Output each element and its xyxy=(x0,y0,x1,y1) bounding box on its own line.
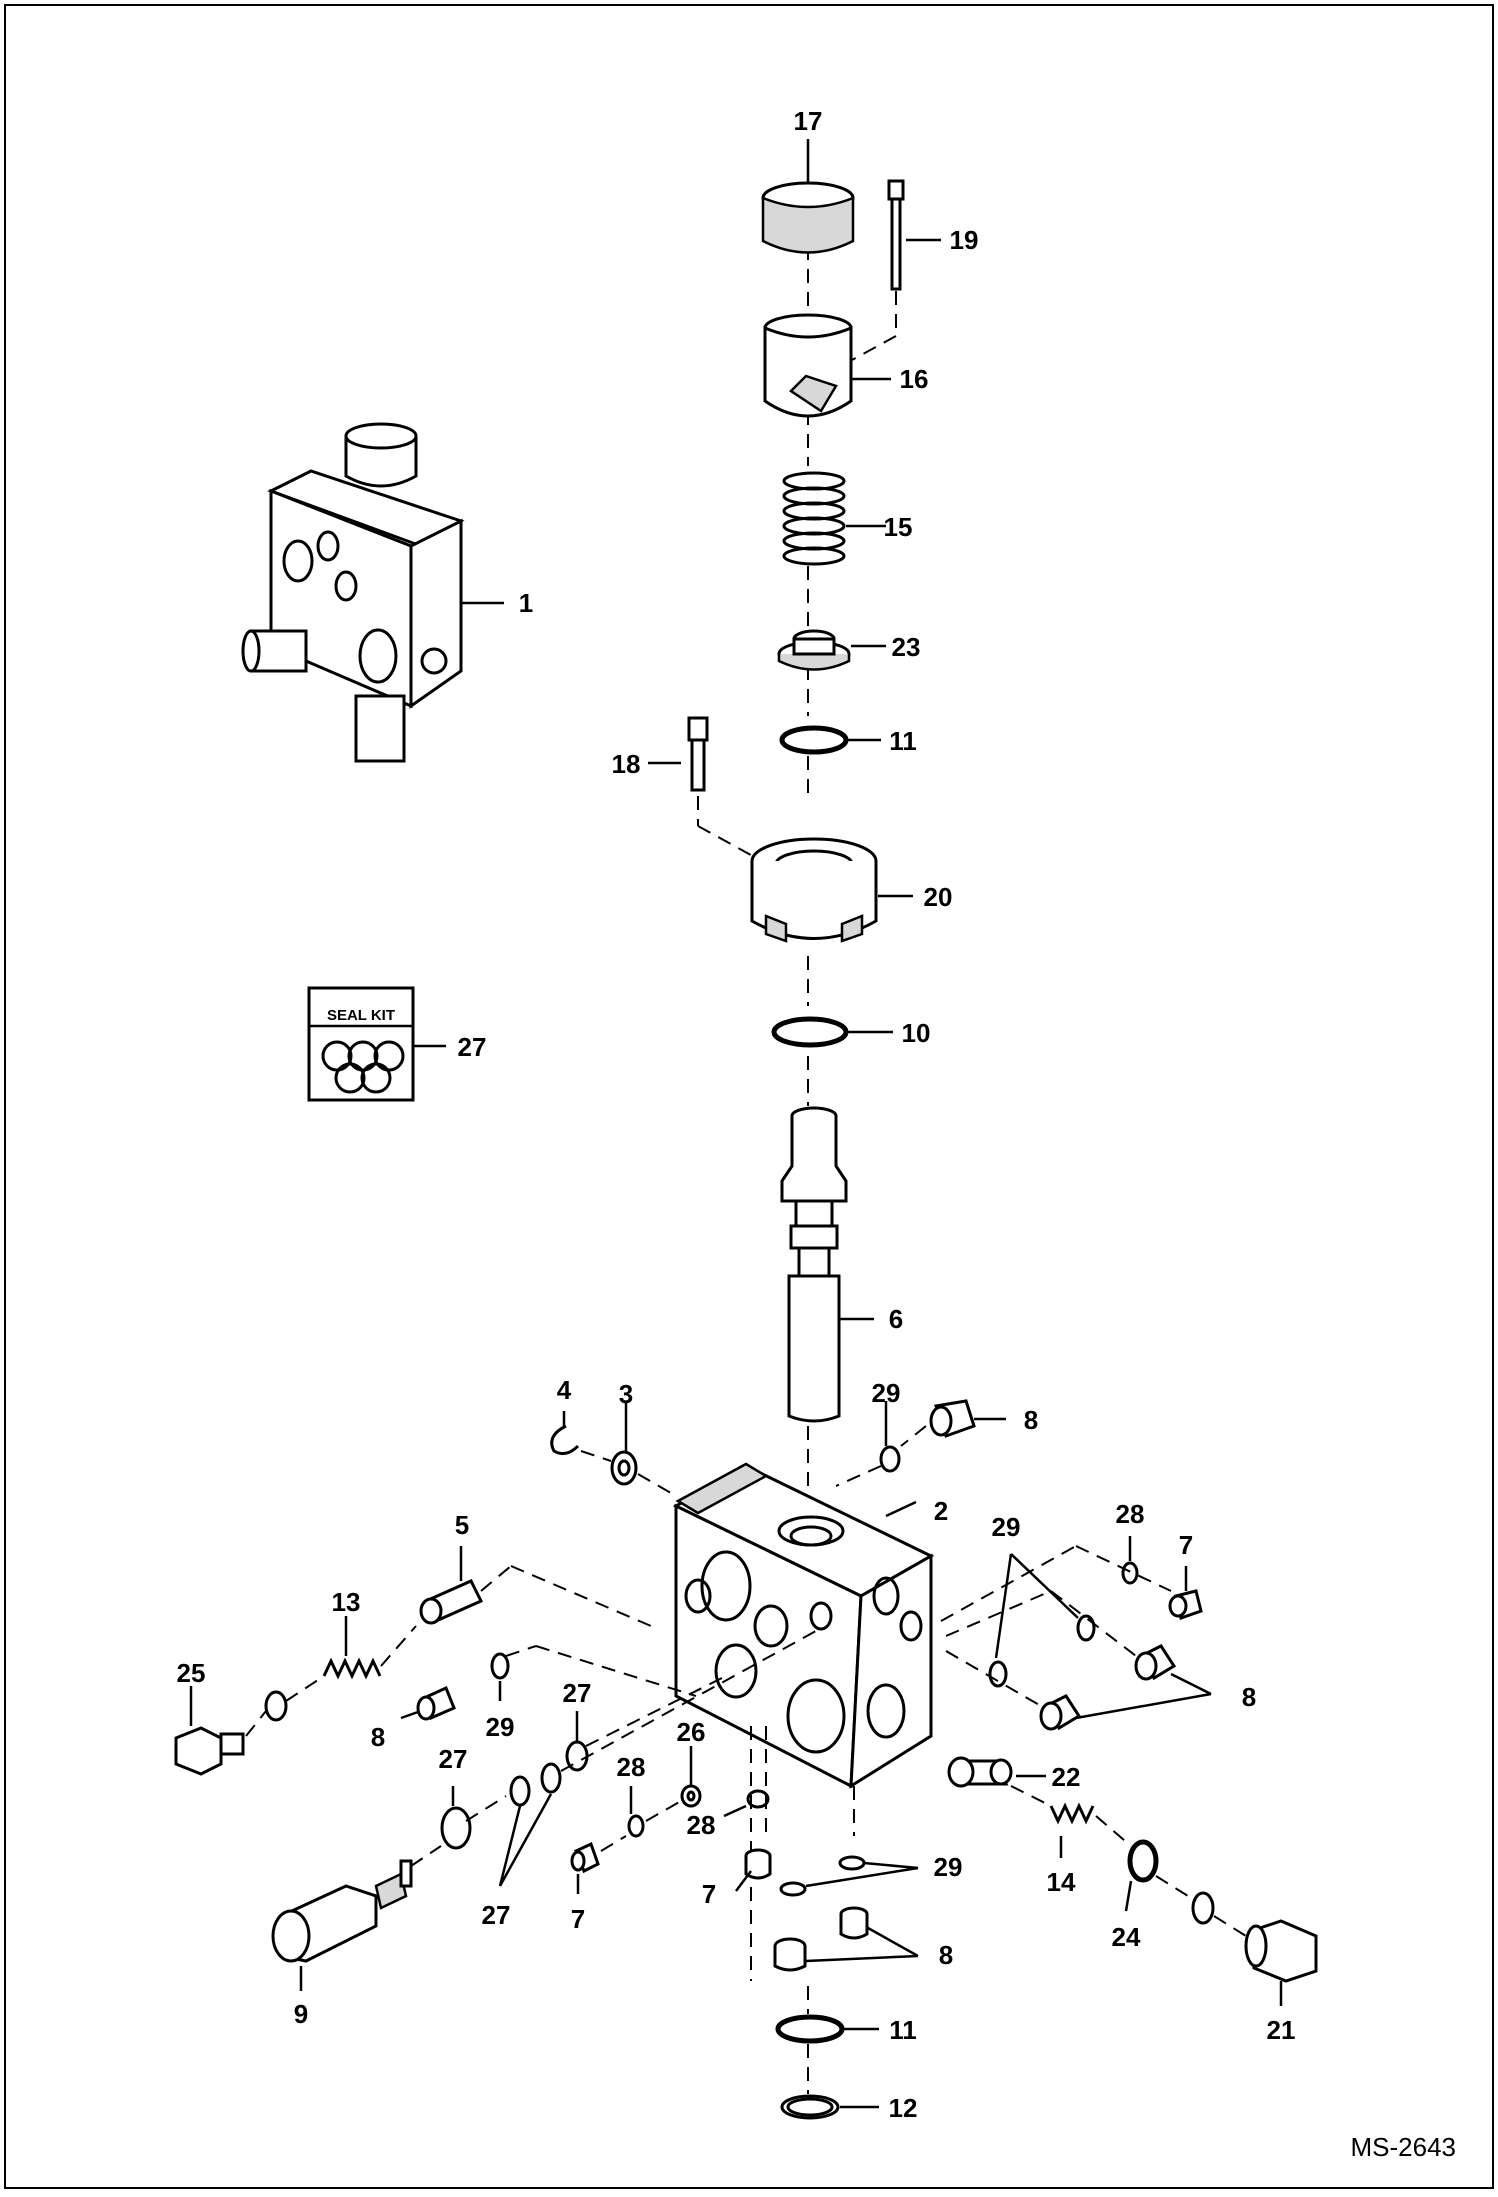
exploded-view-diagram: SEAL KIT xyxy=(174,106,1457,2162)
callout-4: 4 xyxy=(557,1375,572,1405)
callout-9: 9 xyxy=(294,1999,308,2029)
callout-17: 17 xyxy=(794,106,823,136)
part-27-oring xyxy=(509,1775,531,1807)
part-23-seat xyxy=(777,629,851,671)
part-11-oring-bottom xyxy=(775,2014,845,2044)
callout-7: 7 xyxy=(1179,1530,1193,1560)
callout-11: 11 xyxy=(889,726,917,756)
part-8-plug-left xyxy=(416,1685,456,1721)
part-27-oring xyxy=(440,1806,472,1850)
callout-29: 29 xyxy=(992,1512,1021,1542)
callout-21: 21 xyxy=(1267,2015,1296,2045)
part-8-plug-bottom xyxy=(773,1937,807,1972)
callout-19: 19 xyxy=(950,225,979,255)
part-22-sleeve xyxy=(947,1756,1013,1788)
part-29-oring-right xyxy=(1076,1614,1096,1642)
callout-8: 8 xyxy=(371,1722,385,1752)
callout-27: 27 xyxy=(458,1032,487,1062)
part-13-spring xyxy=(322,1657,382,1680)
callout-8: 8 xyxy=(939,1940,953,1970)
part-19-screw xyxy=(887,179,905,291)
callout-22: 22 xyxy=(1052,1762,1081,1792)
part-1-valve-assembly xyxy=(241,422,504,763)
callout-8: 8 xyxy=(1024,1405,1038,1435)
callout-6: 6 xyxy=(889,1304,903,1334)
part-7-plug xyxy=(570,1841,600,1874)
part-29-oring xyxy=(779,1881,807,1897)
callout-27: 27 xyxy=(439,1744,468,1774)
part-14-spring xyxy=(1049,1802,1095,1825)
callout-3: 3 xyxy=(619,1379,633,1409)
part-2-valve-body xyxy=(672,1462,935,1789)
callout-13: 13 xyxy=(332,1587,361,1617)
part-24-oring xyxy=(1127,1839,1159,1883)
callout-8: 8 xyxy=(1242,1682,1256,1712)
callout-26: 26 xyxy=(677,1717,706,1747)
part-28-oring xyxy=(746,1789,770,1809)
callout-2: 2 xyxy=(934,1496,948,1526)
part-7-plug-right xyxy=(1168,1589,1203,1620)
part-4-snap-ring xyxy=(550,1424,580,1456)
part-15-spring xyxy=(782,471,846,566)
callout-14: 14 xyxy=(1047,1867,1076,1897)
part-6-spool xyxy=(780,1106,848,1423)
part-29-oring-right xyxy=(988,1660,1008,1688)
part-8-plug-bottom xyxy=(839,1906,869,1940)
callout-24: 24 xyxy=(1112,1922,1141,1952)
part-21-plug xyxy=(1244,1919,1318,1983)
part-16-retainer xyxy=(763,313,853,418)
callout-1: 1 xyxy=(519,588,533,618)
part-25-plug xyxy=(174,1726,245,1776)
callout-7: 7 xyxy=(702,1879,716,1909)
part-29-oring xyxy=(879,1445,901,1473)
part-20-nut xyxy=(750,837,878,943)
callout-29: 29 xyxy=(486,1712,515,1742)
callout-12: 12 xyxy=(889,2093,918,2123)
part-29-oring xyxy=(838,1855,866,1871)
callout-23: 23 xyxy=(892,632,921,662)
callout-15: 15 xyxy=(884,512,913,542)
callout-29: 29 xyxy=(934,1852,963,1882)
part-29-oring-left xyxy=(490,1652,510,1680)
part-28-oring xyxy=(627,1814,645,1838)
part-8-plug xyxy=(929,1399,976,1438)
part-28-oring-right xyxy=(1121,1561,1139,1585)
callout-18: 18 xyxy=(612,749,641,779)
callout-28: 28 xyxy=(1116,1499,1145,1529)
callout-28: 28 xyxy=(687,1810,716,1840)
callout-27: 27 xyxy=(482,1900,511,1930)
callout-29: 29 xyxy=(872,1378,901,1408)
document-reference: MS-2643 xyxy=(1351,2132,1457,2162)
callout-28: 28 xyxy=(617,1752,646,1782)
callout-7: 7 xyxy=(571,1904,585,1934)
part-27-seal-kit: SEAL KIT xyxy=(307,986,446,1102)
part-3-washer xyxy=(610,1450,638,1486)
callout-16: 16 xyxy=(900,364,929,394)
callout-5: 5 xyxy=(455,1510,469,1540)
part-8-plug-right xyxy=(1039,1694,1082,1731)
callout-20: 20 xyxy=(924,882,953,912)
callout-25: 25 xyxy=(177,1658,206,1688)
part-7-plug-center xyxy=(744,1848,772,1880)
callout-11: 11 xyxy=(889,2015,917,2045)
part-9-relief-cartridge xyxy=(271,1859,413,1963)
part-18-screw xyxy=(687,716,709,792)
part-11-oring xyxy=(779,725,849,755)
part-12-ring xyxy=(780,2094,840,2120)
callout-27: 27 xyxy=(563,1678,592,1708)
diagram-frame: SEAL KIT xyxy=(4,4,1494,2189)
part-26-orifice xyxy=(680,1784,702,1808)
seal-kit-label: SEAL KIT xyxy=(327,1007,395,1024)
part-8-plug-right xyxy=(1134,1644,1177,1681)
part-10-oring xyxy=(771,1016,849,1048)
callout-10: 10 xyxy=(902,1018,931,1048)
part-17-cap xyxy=(761,181,855,254)
part-25-oring xyxy=(264,1690,288,1722)
part-24-oring-small xyxy=(1191,1891,1215,1925)
part-27-oring xyxy=(540,1762,562,1794)
part-5-check xyxy=(419,1579,484,1625)
